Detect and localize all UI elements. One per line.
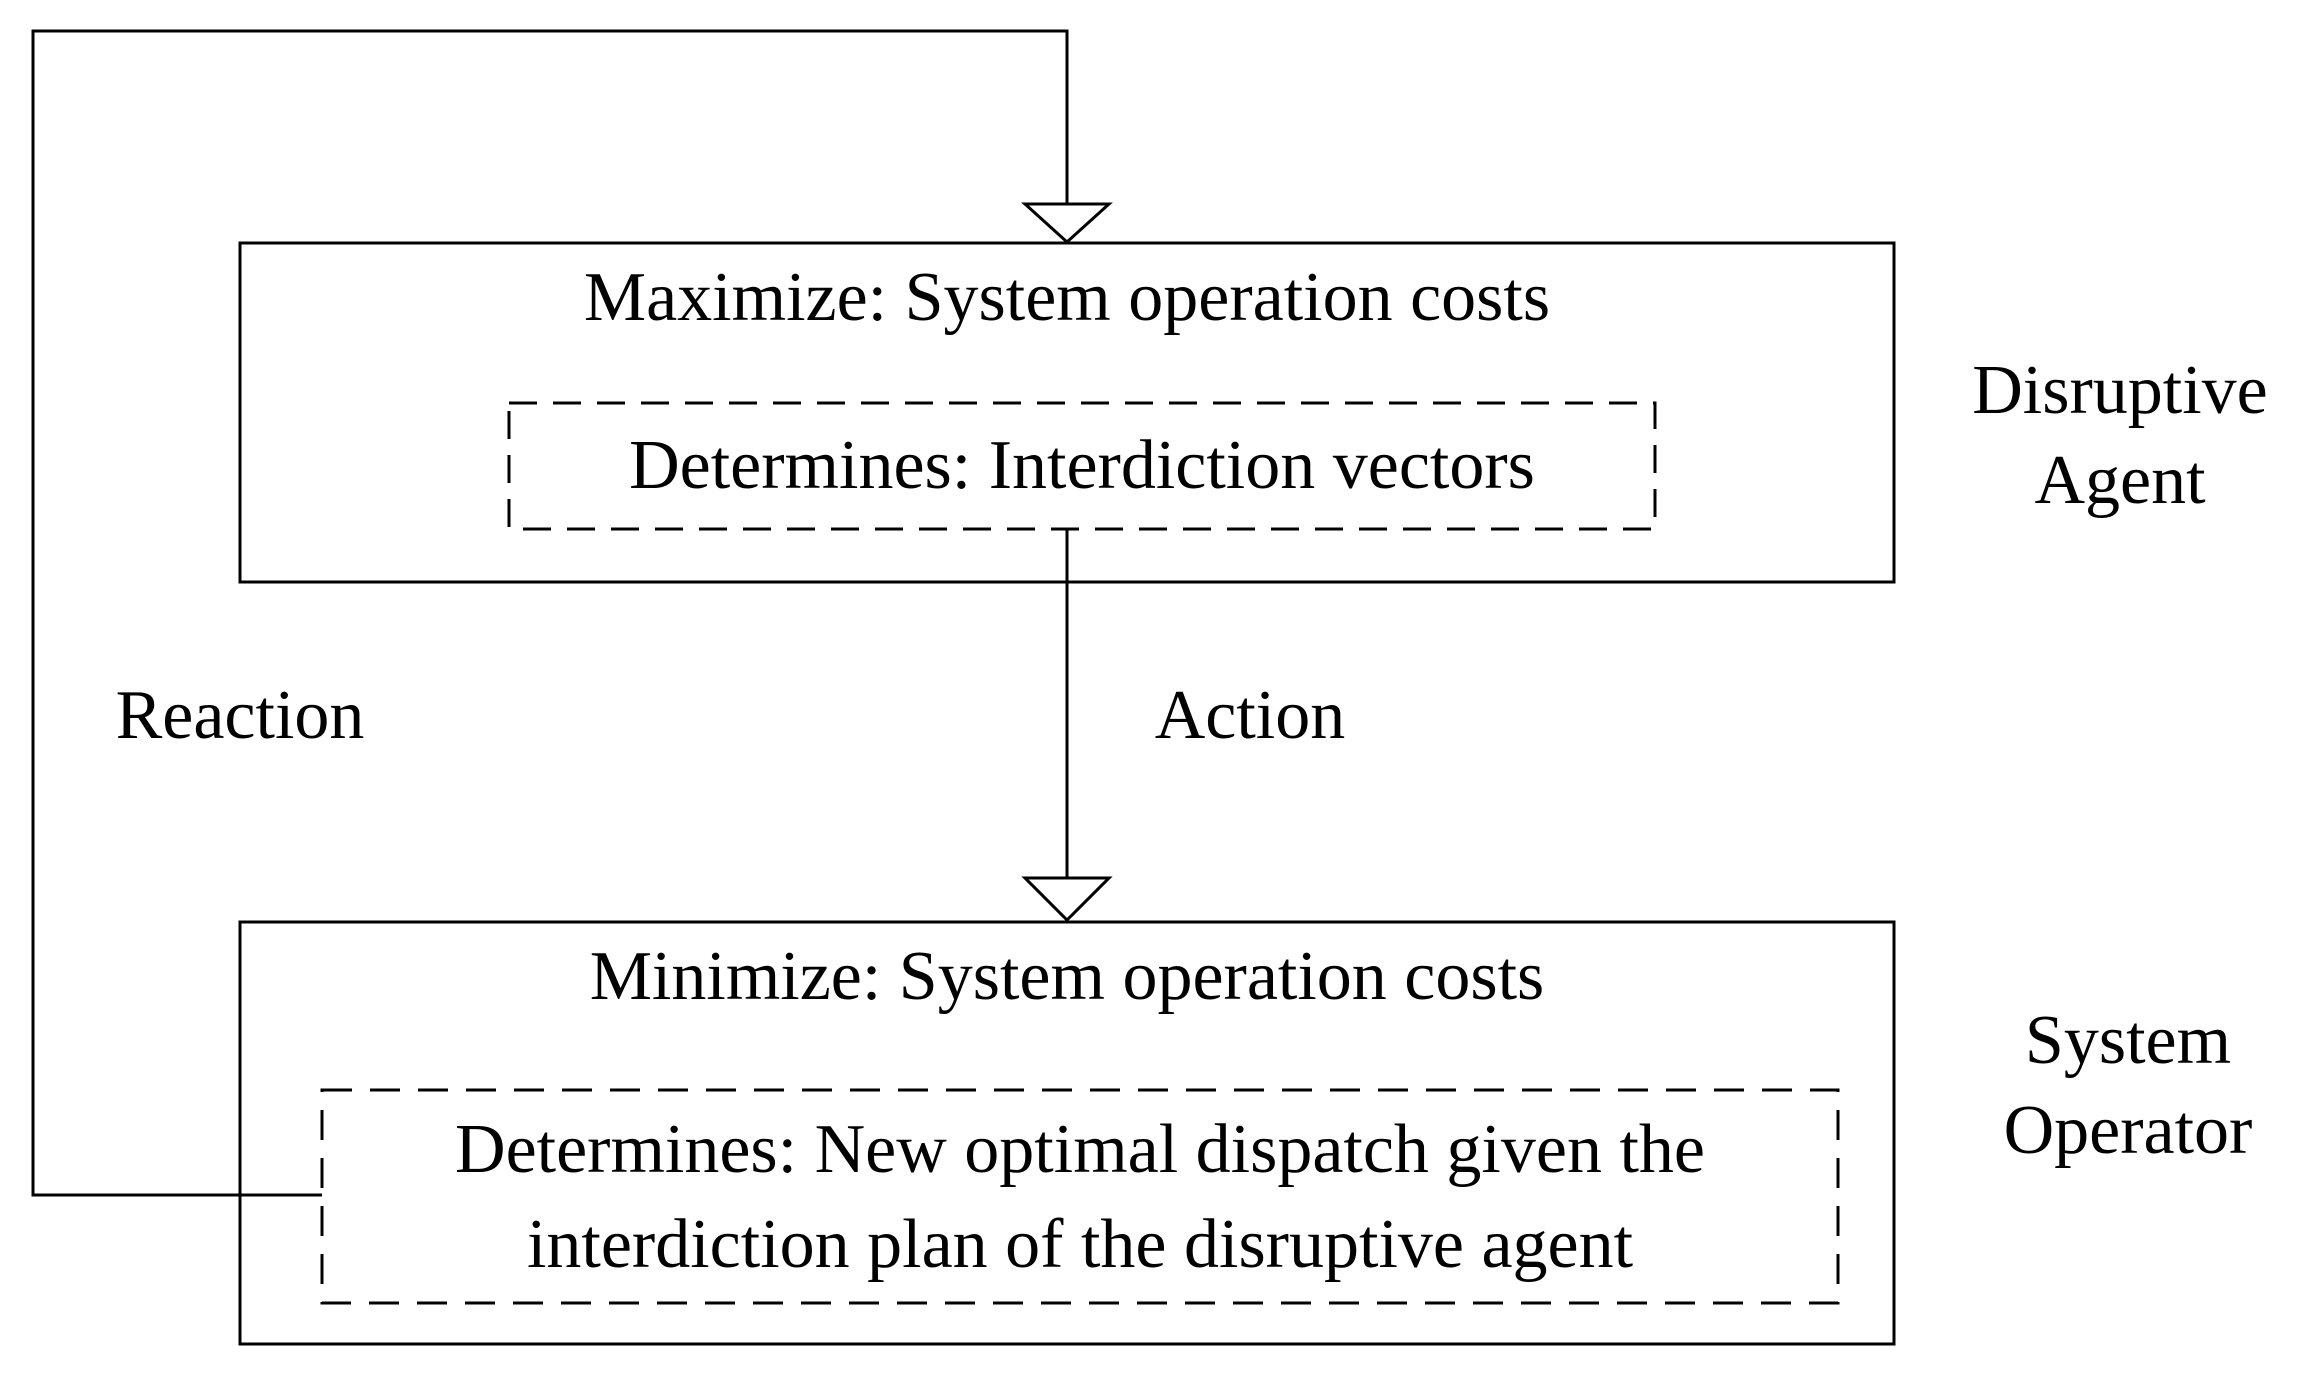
disruptive-agent-label-line1: Disruptive [1972,352,2268,429]
disruptive-agent-label-line2: Agent [2034,442,2206,519]
system-operator-label-line1: System [2024,1002,2232,1079]
lower-objective-text: Minimize: System operation costs [589,938,1545,1015]
lower-determines-text: Determines: New optimal dispatch given t… [322,1090,1838,1303]
lower-determines-text-line1: Determines: New optimal dispatch given t… [455,1110,1705,1188]
system-operator-label: System Operator [1908,996,2304,1176]
system-operator-label-line2: Operator [2003,1092,2253,1169]
upper-level-box [238,241,1896,584]
lower-level-box [238,920,1896,1346]
action-label: Action [1154,677,1346,754]
upper-determines-box [507,401,1657,531]
action-arrowhead-down-icon [1021,876,1113,923]
reaction-feedback-line [31,29,1069,1197]
reaction-label: Reaction [115,677,365,754]
disruptive-agent-label: Disruptive Agent [1900,346,2304,526]
upper-objective-text: Maximize: System operation costs [583,259,1551,336]
upper-determines-text: Determines: Interdiction vectors [629,427,1535,504]
lower-determines-text-line2: interdiction plan of the disruptive agen… [526,1205,1634,1283]
reaction-arrowhead-down-icon [1021,202,1113,245]
